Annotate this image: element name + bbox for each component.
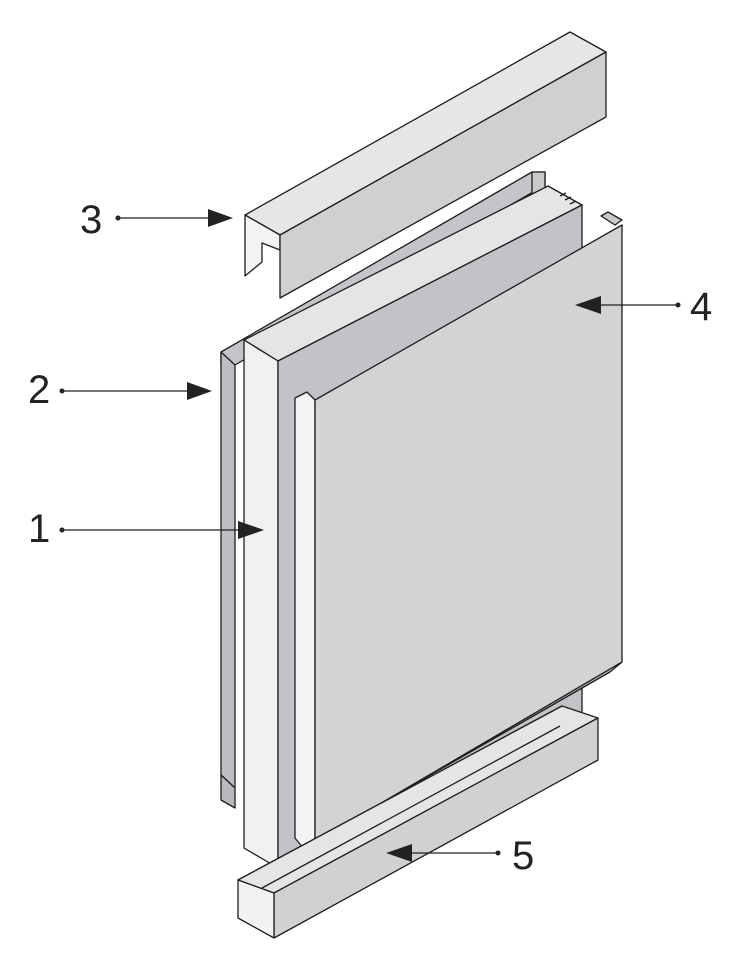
callout-1: 1 (28, 507, 264, 551)
callout-number-1: 1 (28, 507, 50, 551)
callout-3: 3 (80, 198, 233, 242)
callout-number-3: 3 (80, 198, 102, 242)
bottom-channel (237, 705, 599, 939)
callout-5: 5 (386, 834, 534, 878)
arrow-icon (208, 209, 233, 227)
arrow-icon (187, 382, 212, 400)
front-sheet (294, 211, 623, 849)
callout-4: 4 (575, 285, 712, 329)
top-cap (244, 31, 607, 299)
arrow-icon (575, 296, 601, 314)
arrow-icon (238, 521, 264, 539)
callout-number-2: 2 (28, 368, 50, 412)
arrow-icon (386, 844, 412, 862)
callout-number-5: 5 (512, 834, 534, 878)
callout-number-4: 4 (690, 285, 712, 329)
callout-2: 2 (28, 368, 212, 412)
